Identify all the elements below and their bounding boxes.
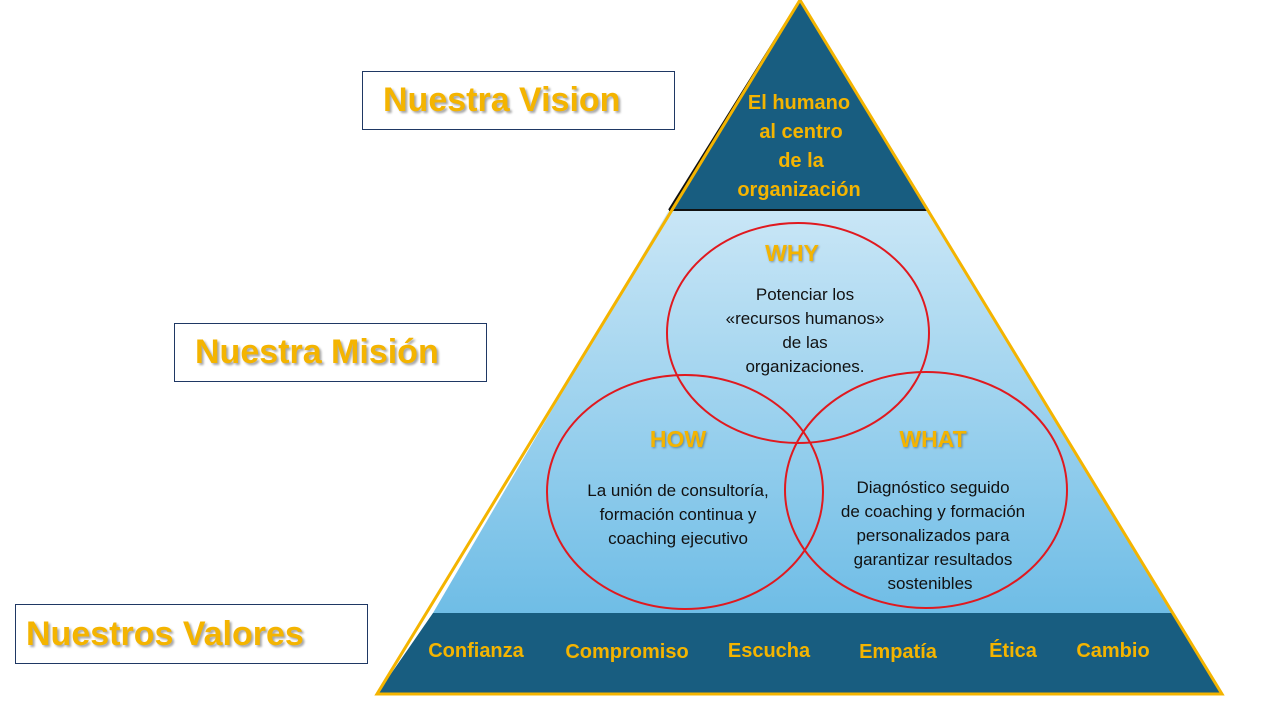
- what-line: de coaching y formación: [841, 502, 1025, 521]
- value-item: Confianza: [428, 640, 524, 662]
- how-line: coaching ejecutivo: [608, 529, 748, 548]
- value-item: Cambio: [1076, 640, 1149, 662]
- mission-label-box: Nuestra Misión: [174, 323, 487, 382]
- values-label: Nuestros Valores: [26, 614, 304, 653]
- vision-band: [669, 0, 928, 210]
- pyramid-outline: [374, 0, 1225, 696]
- how-line: formación continua y: [600, 505, 757, 524]
- vision-line: al centro: [759, 121, 842, 143]
- value-item: Escucha: [728, 640, 811, 662]
- how-line: La unión de consultoría,: [587, 481, 768, 500]
- values-band: [377, 613, 1222, 694]
- how-title: HOW: [650, 426, 707, 452]
- vision-line: El humano: [748, 92, 850, 114]
- vision-label-box: Nuestra Vision: [362, 71, 675, 130]
- vision-label: Nuestra Vision: [383, 81, 621, 119]
- why-line: de las: [782, 333, 827, 352]
- what-line: garantizar resultados: [854, 550, 1013, 569]
- value-item: Compromiso: [565, 641, 688, 663]
- vision-line: organización: [737, 179, 860, 201]
- why-circle: [666, 222, 930, 444]
- value-item: Empatía: [859, 641, 938, 663]
- what-line: Diagnóstico seguido: [856, 478, 1009, 497]
- how-circle: [546, 374, 824, 610]
- mission-label: Nuestra Misión: [195, 333, 439, 371]
- why-line: organizaciones.: [745, 357, 864, 376]
- why-title: WHY: [765, 240, 819, 266]
- what-circle: [784, 371, 1068, 609]
- why-line: «recursos humanos»: [726, 309, 885, 328]
- value-item: Ética: [989, 639, 1038, 662]
- vision-line: de la: [778, 150, 824, 172]
- what-line: personalizados para: [856, 526, 1010, 545]
- what-title: WHAT: [899, 426, 966, 452]
- what-line: sostenibles: [887, 574, 972, 593]
- why-line: Potenciar los: [756, 285, 854, 304]
- values-label-box: Nuestros Valores: [15, 604, 368, 664]
